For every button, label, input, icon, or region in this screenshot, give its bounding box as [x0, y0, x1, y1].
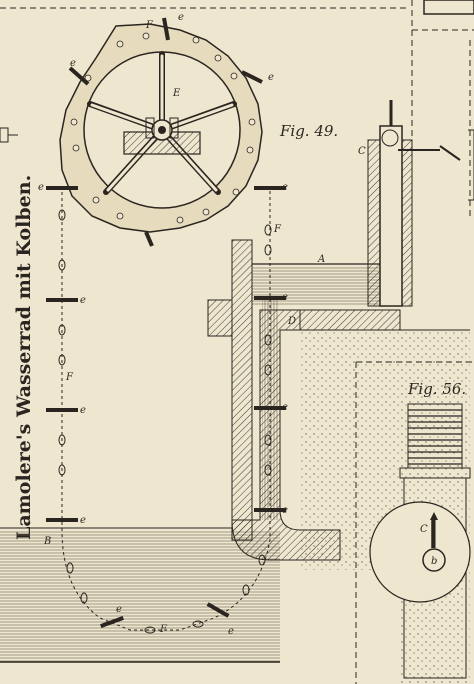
label-e-top: e — [178, 12, 184, 23]
label-F-bottom: F — [159, 624, 168, 635]
label-C-inset: C — [420, 524, 428, 535]
chain-links — [58, 209, 272, 634]
left-fragment — [0, 127, 18, 143]
piston-plates — [46, 186, 286, 628]
label-e-right-4: e — [282, 505, 288, 516]
wheel-paddles — [68, 17, 263, 247]
fig56-label: Fig. 56. — [407, 380, 466, 398]
label-F-right: F — [273, 224, 282, 235]
label-e-bottom-1: e — [116, 604, 122, 615]
lower-basin-water — [0, 530, 280, 662]
label-e-left-3: e — [80, 405, 86, 416]
label-E: E — [172, 88, 181, 99]
label-e-left-2: e — [80, 295, 86, 306]
label-b-inset: b — [431, 556, 437, 567]
label-e-right-3: e — [282, 402, 288, 413]
upper-tank — [252, 100, 474, 307]
label-e-left-1: e — [38, 182, 44, 193]
label-e-wheel-right: e — [268, 72, 274, 83]
masonry-wall — [207, 239, 401, 561]
figure-labels: Fig. 49. Fig. 56. F e E e e e e F A e e … — [38, 12, 466, 637]
label-e-right-2: e — [282, 292, 288, 303]
wheel-bolts — [70, 32, 256, 224]
label-B: B — [43, 536, 51, 547]
fig56-inset — [355, 361, 474, 684]
valve-disc — [369, 501, 471, 603]
label-e-wheel-left: e — [70, 58, 76, 69]
label-e-left-4: e — [80, 515, 86, 526]
piston-chain — [46, 186, 286, 634]
label-D: D — [287, 316, 296, 327]
label-e-bottom-2: e — [228, 626, 234, 637]
label-A: A — [317, 254, 325, 265]
label-F-left: F — [65, 372, 74, 383]
water-wheel — [59, 17, 263, 247]
plate-title: Lamolere's Wasserrad mit Kolben. — [13, 175, 35, 540]
label-F-top: F — [145, 20, 154, 31]
label-C-top: C — [358, 146, 366, 157]
label-e-right-1: e — [282, 182, 288, 193]
fig49-label: Fig. 49. — [279, 122, 338, 140]
